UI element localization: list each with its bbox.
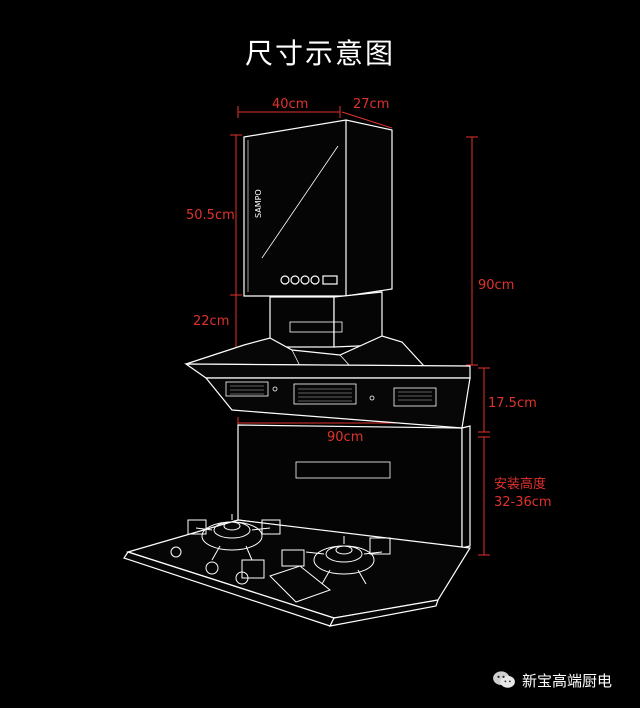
- dim-top-depth: 27cm: [353, 97, 390, 112]
- dim-total-height: 90cm: [478, 278, 515, 293]
- vent-slats: [230, 385, 432, 402]
- dim-hood-height: 17.5cm: [488, 396, 537, 411]
- dim-install-label: 安装高度: [494, 477, 547, 492]
- burner-right: [269, 536, 391, 603]
- watermark-text: 新宝高端厨电: [522, 671, 613, 690]
- dim-install-height: 安装高度 32-36cm: [494, 476, 552, 512]
- cooktop: [123, 519, 472, 627]
- dim-lower-height: 22cm: [193, 314, 230, 329]
- backsplash-panel: [237, 424, 471, 549]
- dim-install-range: 32-36cm: [494, 495, 552, 510]
- dim-hood-width: 90cm: [327, 430, 364, 445]
- dim-upper-height: 50.5cm: [186, 208, 235, 223]
- chimney-lower: [269, 291, 383, 348]
- watermark: 新宝高端厨电: [492, 668, 612, 692]
- chimney-upper: [243, 119, 393, 297]
- wechat-icon: [493, 671, 515, 688]
- hood-canopy: [184, 335, 471, 429]
- diagram-title: 尺寸示意图: [244, 37, 395, 70]
- dim-top-width: 40cm: [272, 97, 309, 112]
- burner-left: [187, 514, 281, 579]
- brand-logo: SAMPO: [254, 189, 263, 218]
- control-knobs: [170, 546, 249, 585]
